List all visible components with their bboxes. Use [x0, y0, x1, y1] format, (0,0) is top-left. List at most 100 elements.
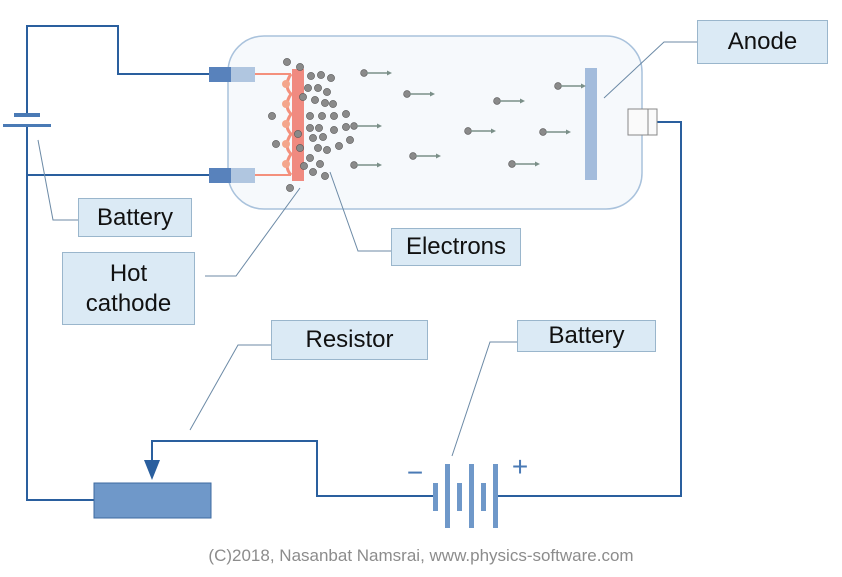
electron [304, 84, 312, 92]
electron [316, 160, 324, 168]
electron [323, 146, 331, 154]
copyright-credit: (C)2018, Nasanbat Namsrai, www.physics-s… [208, 546, 634, 565]
filament-bump [282, 160, 290, 168]
electron [306, 112, 314, 120]
moving-electron [493, 97, 501, 105]
battery-cell-long [445, 464, 450, 528]
electron [314, 84, 322, 92]
electron [311, 96, 319, 104]
filament-bumps [282, 80, 290, 168]
wire-anode-to-battery [494, 121, 682, 497]
label-electrons-text: Electrons [405, 233, 507, 260]
filament-bump [282, 120, 290, 128]
cathode-bottom-connector-inner [231, 168, 255, 183]
electron-motion-arrowhead [436, 153, 441, 159]
moving-electron [403, 90, 411, 98]
moving-electron [554, 82, 562, 90]
label-anode: Anode [697, 20, 828, 64]
battery-minus-sign: − [407, 457, 423, 488]
electron-motion-arrowhead [566, 129, 571, 135]
electron [315, 124, 323, 132]
battery-cell-long [469, 464, 474, 528]
label-battery-left-text: Battery [96, 203, 174, 231]
label-resistor: Resistor [271, 320, 428, 360]
electron [306, 154, 314, 162]
wire-battery-to-resistor-arrow [151, 440, 436, 497]
electron [283, 58, 291, 66]
electron [294, 130, 302, 138]
label-hot-cathode-line2: cathode [85, 289, 172, 317]
electron [286, 184, 294, 192]
electron [317, 71, 325, 79]
wire-left-battery-to-cathode-bottom [26, 127, 210, 176]
battery-cell-long [481, 483, 486, 511]
electron [296, 63, 304, 71]
electron [307, 72, 315, 80]
label-resistor-text: Resistor [305, 326, 394, 353]
leader-right-battery [451, 341, 517, 457]
electron [309, 134, 317, 142]
electron-motion-arrowhead [377, 162, 382, 168]
electron [335, 142, 343, 150]
electron [323, 88, 331, 96]
wire-left-battery-to-cathode-top [26, 25, 210, 116]
electron [319, 133, 327, 141]
electron [272, 140, 280, 148]
electron [327, 74, 335, 82]
electron-motion-arrowhead [581, 83, 586, 89]
anode-connector [627, 108, 658, 136]
wire-left-to-resistor [26, 175, 94, 501]
electron-motion-arrowhead [491, 128, 496, 134]
electron [296, 144, 304, 152]
moving-electron [360, 69, 368, 77]
cathode-top-connector-outer [209, 67, 231, 82]
electron [268, 112, 276, 120]
electron [329, 100, 337, 108]
leader-anode [603, 41, 697, 99]
resistor [93, 482, 212, 519]
leader-lines [37, 41, 697, 457]
moving-electron [508, 160, 516, 168]
label-battery-left: Battery [78, 198, 192, 237]
leader-resistor [189, 344, 271, 431]
electron [321, 99, 329, 107]
electron [342, 123, 350, 131]
electron [330, 126, 338, 134]
moving-electron [409, 152, 417, 160]
leader-hot-cathode [205, 187, 301, 277]
left-battery-short-plate [14, 113, 40, 117]
anode-plate [585, 68, 597, 180]
cathode-top-connector-inner [231, 67, 255, 82]
left-battery-symbol [3, 113, 51, 127]
electron [346, 136, 354, 144]
electron-motion-arrowhead [377, 123, 382, 129]
left-battery-long-plate [3, 124, 51, 127]
label-anode-text: Anode [727, 28, 798, 55]
leader-electrons [329, 171, 391, 252]
electron-motion-arrowhead [535, 161, 540, 167]
electron [314, 144, 322, 152]
electron [330, 112, 338, 120]
resistor-slider-arrow [144, 460, 160, 480]
battery-cell-long [433, 483, 438, 511]
electron [342, 110, 350, 118]
electron-motion-arrowhead [387, 70, 392, 76]
moving-electron [539, 128, 547, 136]
filament-bump [282, 100, 290, 108]
electron-motion-arrowhead [430, 91, 435, 97]
electron [300, 162, 308, 170]
electron [306, 124, 314, 132]
moving-electrons [350, 69, 586, 169]
moving-electron [350, 122, 358, 130]
electron [309, 168, 317, 176]
label-battery-right: Battery [517, 320, 656, 352]
right-battery-symbol [433, 464, 498, 528]
battery-cell-long [493, 464, 498, 528]
moving-electron [350, 161, 358, 169]
electron [299, 93, 307, 101]
electron [321, 172, 329, 180]
label-electrons: Electrons [391, 228, 521, 266]
label-battery-right-text: Battery [548, 322, 625, 349]
label-hot-cathode-line1: Hot [109, 259, 148, 287]
